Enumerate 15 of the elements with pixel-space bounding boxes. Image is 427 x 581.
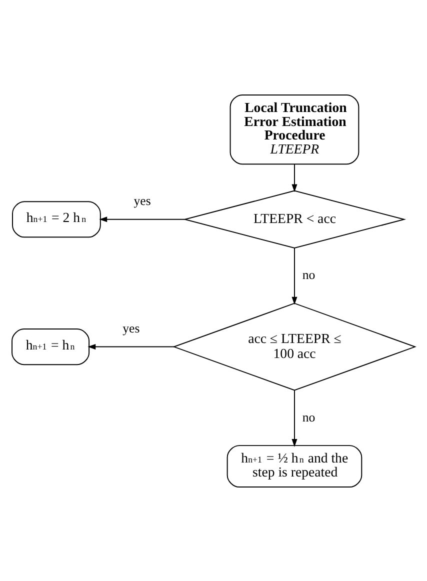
arrow [292, 163, 298, 192]
arrow [88, 344, 174, 350]
arrow [99, 216, 186, 222]
edge-label: no [302, 268, 316, 282]
node-box: hn+1 = hn [12, 328, 90, 365]
edge-label: yes [122, 320, 140, 335]
edge-label: yes [134, 193, 151, 208]
node-box: Local Truncation Error Estimation Procedure LTEEPR [230, 94, 360, 164]
arrow [292, 390, 298, 446]
edge-label: no [302, 410, 316, 424]
arrow [292, 247, 298, 304]
node-box: hn+1 = ½ hn and the step is repeated [226, 444, 362, 488]
node-diamond: LTEEPR < acc [182, 190, 406, 248]
node-diamond: acc ≤ LTEEPR ≤ 100 acc [172, 302, 416, 390]
node-box: hn+1 = 2 hn [12, 200, 101, 238]
